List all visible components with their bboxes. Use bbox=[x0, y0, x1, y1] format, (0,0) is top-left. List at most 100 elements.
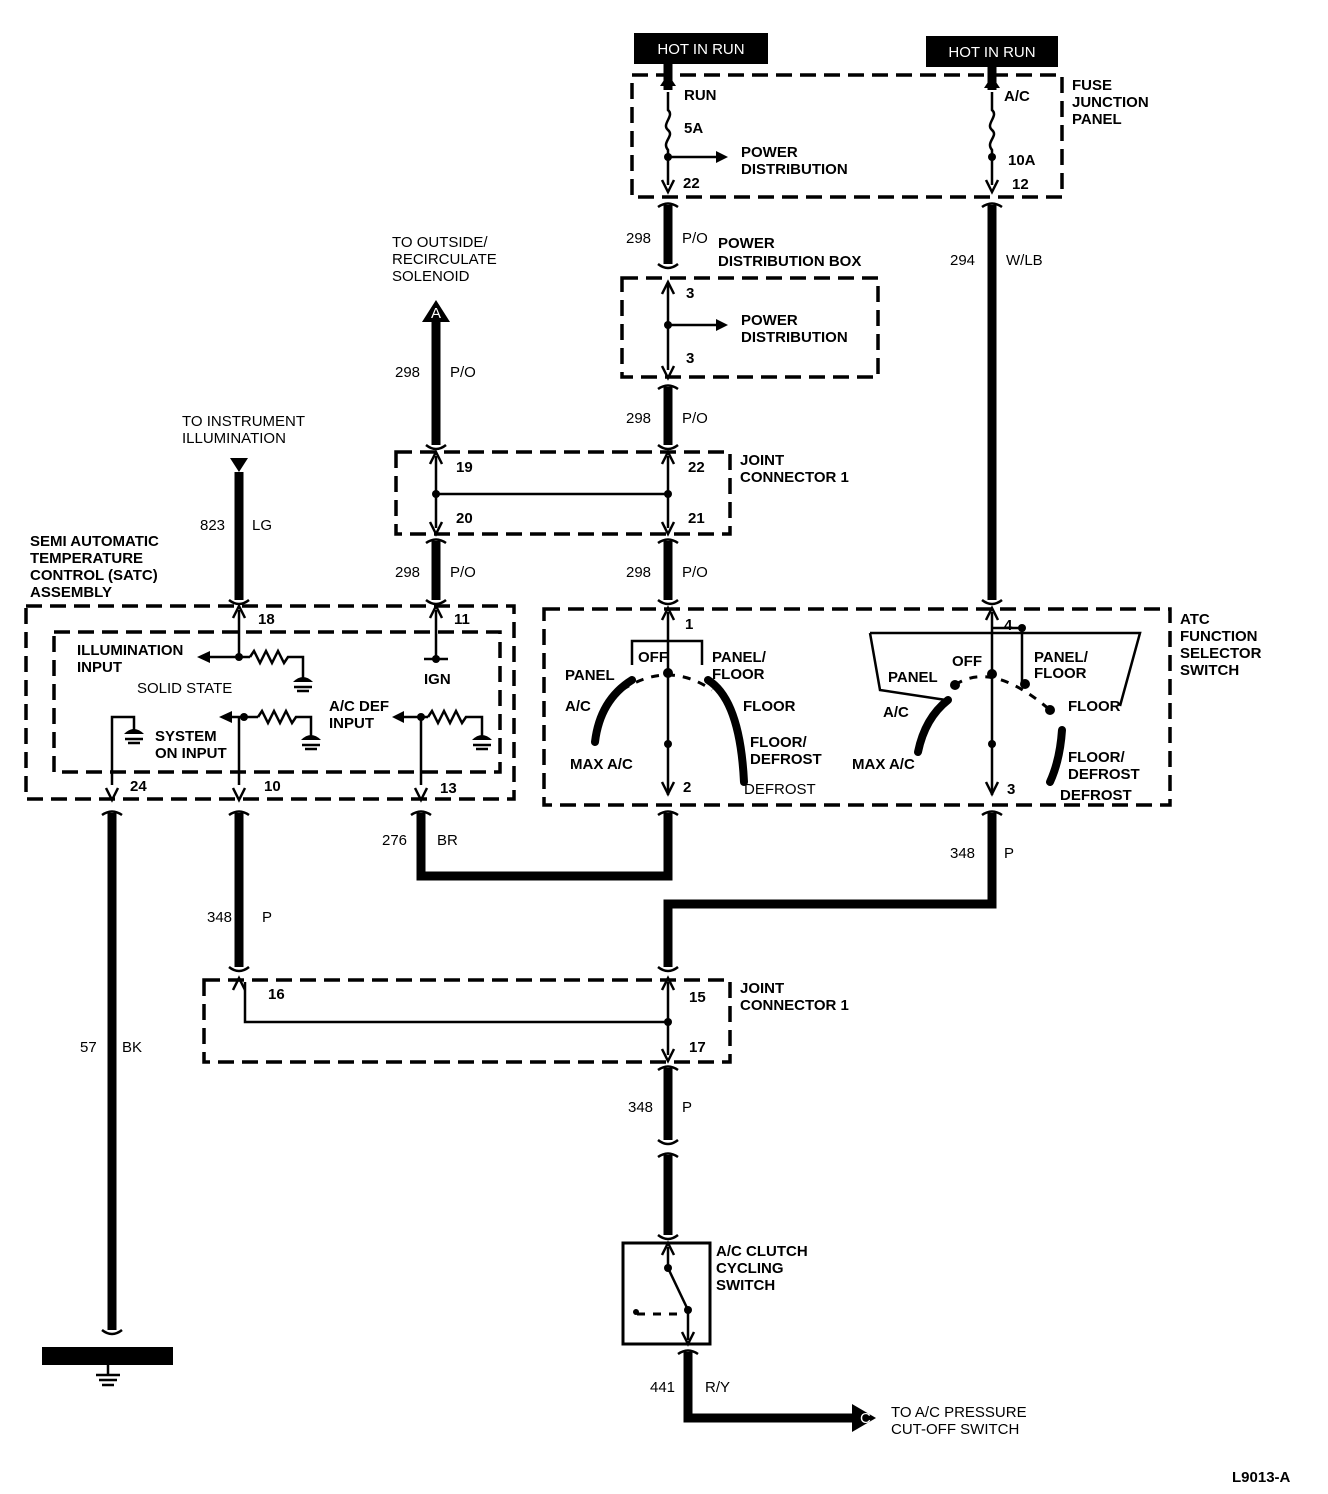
fuse-panel-label-3: PANEL bbox=[1072, 111, 1122, 128]
atc-right-floor-defrost-2: DEFROST bbox=[1068, 766, 1140, 783]
wire-57-color: BK bbox=[122, 1039, 142, 1056]
fuse-power-dist-label-1: POWER bbox=[741, 144, 798, 161]
wire-298-satc-color: P/O bbox=[450, 564, 476, 581]
solenoid-label-1: TO OUTSIDE/ bbox=[392, 234, 488, 251]
arrow-up-icon bbox=[660, 74, 676, 86]
joint-connector-lower: 16 15 17 JOINT CONNECTOR 1 bbox=[202, 975, 849, 1064]
atc-right-floor-defrost-1: FLOOR/ bbox=[1068, 749, 1125, 766]
figure-id: L9013-A bbox=[1232, 1469, 1291, 1486]
pressure-label-2: CUT-OFF SWITCH bbox=[891, 1421, 1019, 1438]
atc-left-max-ac: MAX A/C bbox=[570, 756, 633, 773]
satc-label-3: CONTROL (SATC) bbox=[30, 567, 158, 584]
jc-lower-label-2: CONNECTOR 1 bbox=[740, 997, 849, 1014]
atc-right-panel: PANEL bbox=[888, 669, 938, 686]
atc-left-floor-defrost-1: FLOOR/ bbox=[750, 734, 807, 751]
atc-left-pin-2: 2 bbox=[683, 779, 691, 796]
wire-298-mid-num: 298 bbox=[626, 410, 651, 427]
jc-lower-pin-16: 16 bbox=[268, 986, 285, 1003]
fuse-run-label: RUN bbox=[684, 87, 717, 104]
solenoid-label-3: SOLENOID bbox=[392, 268, 470, 285]
wire-294-color: W/LB bbox=[1006, 252, 1043, 269]
satc-label-4: ASSEMBLY bbox=[30, 584, 112, 601]
atc-right-panel-floor-1: PANEL/ bbox=[1034, 649, 1089, 666]
atc-left-panel-floor-1: PANEL/ bbox=[712, 649, 767, 666]
satc-pin-10: 10 bbox=[264, 778, 281, 795]
solenoid-connector-letter: A bbox=[431, 305, 441, 322]
connector-a-arrow-icon bbox=[422, 300, 450, 322]
satc-solid-state: SOLID STATE bbox=[137, 680, 232, 697]
chassis-ground-icon bbox=[96, 1365, 120, 1387]
wire-276-num: 276 bbox=[382, 832, 407, 849]
atc-label-4: SWITCH bbox=[1180, 662, 1239, 679]
jc-lower-pin-15: 15 bbox=[689, 989, 706, 1006]
ground-bar bbox=[42, 1347, 173, 1365]
fuse-10a-label: 10A bbox=[1008, 152, 1036, 169]
arrow-up-icon bbox=[984, 76, 1000, 88]
wire-294-num: 294 bbox=[950, 252, 975, 269]
atc-right-floor: FLOOR bbox=[1068, 698, 1121, 715]
satc-system-on-1: SYSTEM bbox=[155, 728, 217, 745]
pdb-power-dist-label-1: POWER bbox=[741, 312, 798, 329]
ground-icon bbox=[124, 729, 144, 734]
satc-pin-24: 24 bbox=[130, 778, 147, 795]
jc-upper-pin-21: 21 bbox=[688, 510, 705, 527]
satc-ac-def-1: A/C DEF bbox=[329, 698, 389, 715]
atc-left-ac: A/C bbox=[565, 698, 591, 715]
fuse-panel-label-1: FUSE bbox=[1072, 77, 1112, 94]
ground-icon bbox=[301, 735, 321, 740]
pressure-connector-letter: C bbox=[860, 1410, 871, 1427]
instrument-arrow-icon bbox=[230, 458, 248, 472]
hot-in-run-label-left: HOT IN RUN bbox=[657, 41, 744, 58]
wire-298-solenoid-num: 298 bbox=[395, 364, 420, 381]
atc-left-panel-floor-2: FLOOR bbox=[712, 666, 765, 683]
atc-left-panel: PANEL bbox=[565, 667, 615, 684]
wire-823-color: LG bbox=[252, 517, 272, 534]
satc-label-2: TEMPERATURE bbox=[30, 550, 143, 567]
pdb-power-dist-label-2: DISTRIBUTION bbox=[741, 329, 848, 346]
atc-right-off: OFF bbox=[952, 653, 982, 670]
atc-right-max-ac: MAX A/C bbox=[852, 756, 915, 773]
hot-in-run-box-right: HOT IN RUN bbox=[926, 36, 1058, 67]
ac-clutch-cycling-switch: A/C CLUTCH CYCLING SWITCH bbox=[621, 1240, 808, 1347]
jc-upper-pin-19: 19 bbox=[456, 459, 473, 476]
atc-label-1: ATC bbox=[1180, 611, 1210, 628]
atc-left-off: OFF bbox=[638, 649, 668, 666]
wire-298-satc-num: 298 bbox=[395, 564, 420, 581]
wire-441-num: 441 bbox=[650, 1379, 675, 1396]
atc-right-ac: A/C bbox=[883, 704, 909, 721]
fuse-5a-label: 5A bbox=[684, 120, 703, 137]
power-distribution-box: 3 POWER DISTRIBUTION 3 bbox=[620, 276, 880, 381]
wire-298-mid-color: P/O bbox=[682, 410, 708, 427]
pressure-label-1: TO A/C PRESSURE bbox=[891, 1404, 1027, 1421]
wire-298-top-num: 298 bbox=[626, 230, 651, 247]
satc-illum-input-1: ILLUMINATION bbox=[77, 642, 183, 659]
clutch-label-1: A/C CLUTCH bbox=[716, 1243, 808, 1260]
jc-lower-label-1: JOINT bbox=[740, 980, 784, 997]
wire-57-num: 57 bbox=[80, 1039, 97, 1056]
satc-pin-18: 18 bbox=[258, 611, 275, 628]
wire-276-color: BR bbox=[437, 832, 458, 849]
atc-function-selector-switch: ATC FUNCTION SELECTOR SWITCH 1 OFF PANEL… bbox=[542, 605, 1262, 807]
wire-348-right-num: 348 bbox=[950, 845, 975, 862]
wire-348-right-color: P bbox=[1004, 845, 1014, 862]
pdb-pin-out: 3 bbox=[686, 350, 694, 367]
jc-upper-label-2: CONNECTOR 1 bbox=[740, 469, 849, 486]
ground-icon bbox=[472, 735, 492, 740]
jc-upper-label-1: JOINT bbox=[740, 452, 784, 469]
pdb-label-2: DISTRIBUTION BOX bbox=[718, 253, 861, 270]
wire-348-left-color: P bbox=[262, 909, 272, 926]
wire-298-func-num: 298 bbox=[626, 564, 651, 581]
fuse-panel-label-2: JUNCTION bbox=[1072, 94, 1149, 111]
satc-pin-11: 11 bbox=[454, 611, 470, 628]
satc-illum-input-2: INPUT bbox=[77, 659, 122, 676]
wire-348-bottom-color: P bbox=[682, 1099, 692, 1116]
atc-right-panel-floor-2: FLOOR bbox=[1034, 665, 1087, 682]
ground-icon bbox=[293, 677, 313, 682]
atc-left-pin-1: 1 bbox=[685, 616, 693, 633]
instrument-label-1: TO INSTRUMENT bbox=[182, 413, 305, 430]
satc-system-on-2: ON INPUT bbox=[155, 745, 227, 762]
fuse-pin-22: 22 bbox=[683, 175, 700, 192]
hot-in-run-label-right: HOT IN RUN bbox=[948, 44, 1035, 61]
connector-c-arrow-icon bbox=[852, 1404, 876, 1432]
satc-ac-def-2: INPUT bbox=[329, 715, 374, 732]
